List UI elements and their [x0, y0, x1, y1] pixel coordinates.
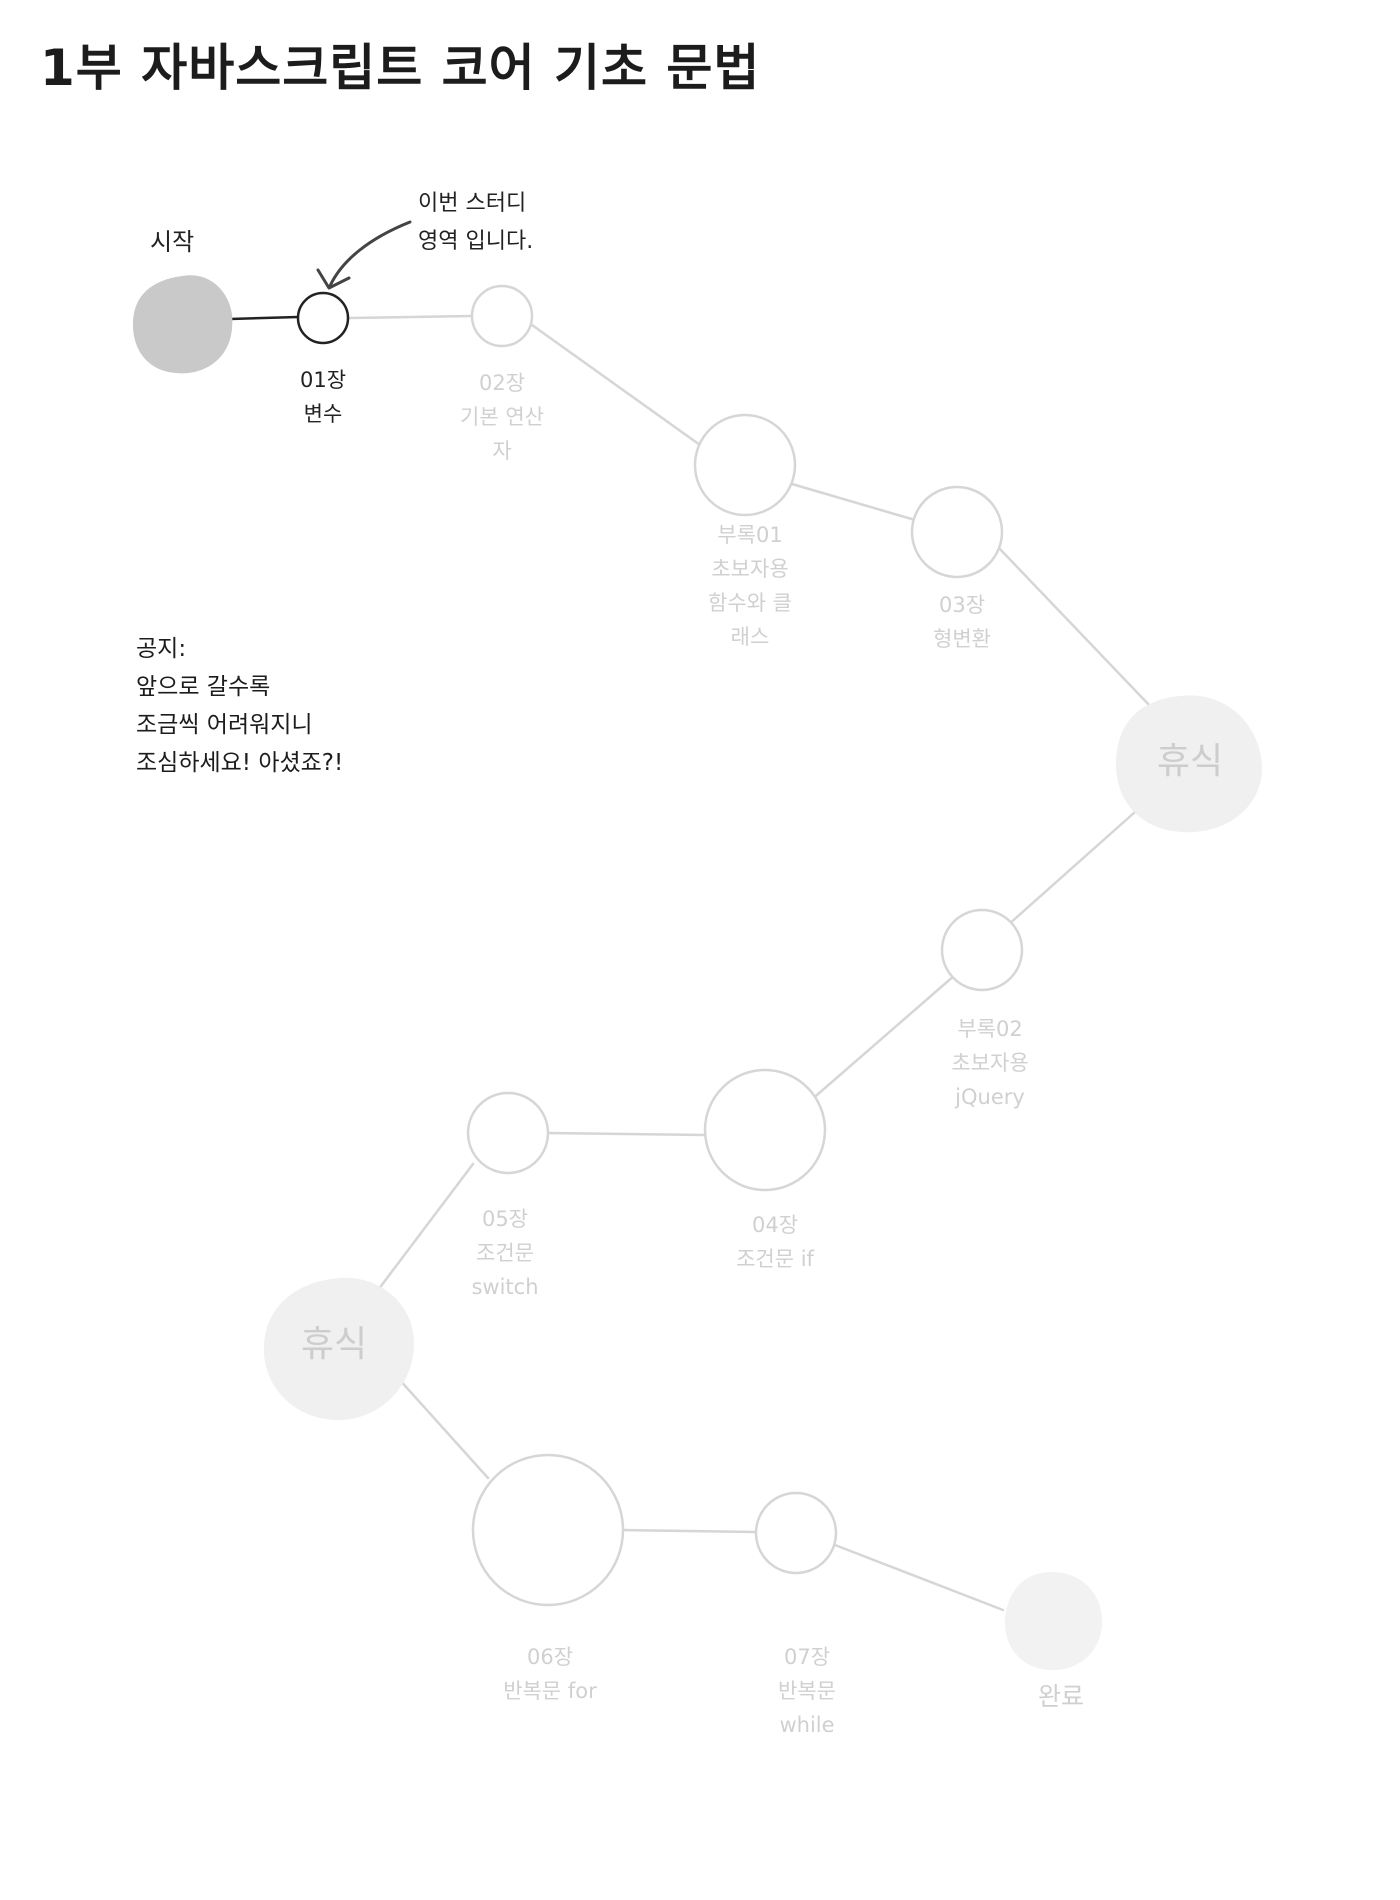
node-app02-label[interactable]: 부록02 초보자용 jQuery [930, 1012, 1050, 1114]
node-ch01-title: 변수 [303, 402, 343, 426]
node-ch01-label[interactable]: 01장 변수 [283, 363, 363, 431]
node-ch01-circle [296, 291, 350, 345]
path-ch06-ch07 [620, 1528, 758, 1534]
node-rest2-label[interactable]: 휴식 [300, 1324, 368, 1365]
node-ch04-title: 조건문 if [736, 1247, 814, 1271]
path-ch04-ch05 [545, 1131, 708, 1137]
node-ch07-title: 반복문 [778, 1679, 836, 1703]
node-rest2-blob [263, 1277, 415, 1421]
path-rest1-app02 [1006, 810, 1137, 927]
node-app01-title: 초보자용 [711, 557, 789, 581]
node-app02-title: 초보자용 [951, 1051, 1029, 1075]
node-ch05-label[interactable]: 05장 조건문 switch [450, 1202, 560, 1304]
notice-heading: 공지: [136, 636, 187, 662]
callout-arrow [328, 220, 412, 288]
path-ch02-app01 [530, 323, 702, 447]
node-ch02-title: 기본 연산 [460, 405, 544, 429]
node-ch02-title-cont: 자 [492, 439, 512, 463]
node-ch03-circle [910, 485, 1004, 579]
node-ch07-title-cont: while [779, 1713, 835, 1737]
node-app01-label[interactable]: 부록01 초보자용 함수와 클 래스 [690, 518, 810, 654]
node-ch04-label[interactable]: 04장 조건문 if [715, 1208, 835, 1276]
node-app01-title-end: 래스 [730, 625, 770, 649]
node-ch07-label[interactable]: 07장 반복문 while [752, 1640, 862, 1742]
node-ch07-circle [754, 1491, 838, 1575]
callout-text: 이번 스터디 영역 입니다. [418, 185, 533, 261]
node-ch02-label[interactable]: 02장 기본 연산 자 [447, 366, 557, 468]
node-app02-title-cont: jQuery [955, 1085, 1025, 1109]
node-rest1-label[interactable]: 휴식 [1156, 741, 1224, 782]
notice-box: 공지: 앞으로 갈수록 조금씩 어려워지니 조심하세요! 아셨죠?! [136, 630, 343, 782]
node-ch01-number: 01장 [299, 368, 347, 392]
node-ch04-number: 04장 [751, 1213, 799, 1237]
node-ch05-circle [466, 1091, 550, 1175]
node-app02-circle [940, 908, 1024, 992]
path-rest2-ch06 [396, 1376, 490, 1480]
node-app01-number: 부록01 [717, 523, 783, 547]
node-ch02-circle [470, 284, 534, 348]
notice-line-1: 앞으로 갈수록 [136, 674, 271, 700]
page-title: 1부 자바스크립트 코어 기초 문법 [40, 39, 761, 97]
callout-arrowhead [316, 268, 351, 290]
node-ch06-number: 06장 [526, 1645, 574, 1669]
node-app01-title-cont: 함수와 클 [708, 591, 792, 615]
start-node [132, 275, 233, 374]
path-start-ch01 [228, 315, 300, 321]
node-ch05-title-cont: switch [471, 1275, 539, 1299]
node-done-blob [1004, 1572, 1103, 1671]
callout-line-1: 이번 스터디 [418, 191, 527, 216]
node-ch07-number: 07장 [783, 1645, 831, 1669]
path-app02-ch04 [800, 973, 957, 1110]
notice-line-2: 조금씩 어려워지니 [136, 712, 313, 738]
path-ch05-rest2 [376, 1162, 475, 1292]
node-app02-number: 부록02 [957, 1017, 1023, 1041]
path-ch01-ch02 [346, 314, 474, 320]
node-ch03-title: 형변환 [933, 627, 991, 651]
notice-line-3: 조심하세요! 아셨죠?! [136, 750, 344, 776]
callout-line-2: 영역 입니다. [418, 229, 534, 254]
node-ch06-title: 반복문 for [503, 1679, 597, 1703]
node-ch03-label[interactable]: 03장 형변환 [912, 588, 1012, 656]
node-ch05-title: 조건문 [476, 1241, 534, 1265]
node-rest1-blob [1115, 695, 1262, 833]
node-ch04-circle [703, 1068, 827, 1192]
node-ch06-label[interactable]: 06장 반복문 for [490, 1640, 610, 1708]
node-ch03-number: 03장 [938, 593, 986, 617]
path-ch07-done [833, 1543, 1005, 1612]
path-ch03-rest1 [996, 545, 1154, 710]
node-app01-circle [693, 413, 797, 517]
node-ch06-circle [471, 1453, 625, 1607]
node-ch05-number: 05장 [481, 1207, 529, 1231]
node-done-label[interactable]: 완료 [1037, 1682, 1084, 1711]
path-app01-ch03 [790, 482, 917, 522]
node-ch02-number: 02장 [478, 371, 526, 395]
start-label: 시작 [150, 228, 195, 256]
